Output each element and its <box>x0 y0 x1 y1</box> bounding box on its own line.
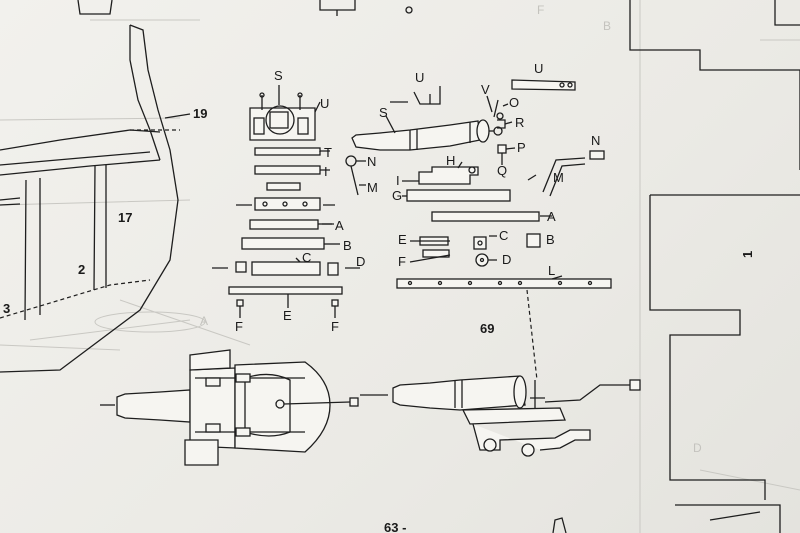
barrel-label-e: E <box>398 232 407 247</box>
hull-section <box>0 24 180 373</box>
faint-label-b: B <box>603 19 611 33</box>
barrel-label-r: R <box>515 115 524 130</box>
hull-label-2: 2 <box>78 262 85 277</box>
barrel-label-a: A <box>547 209 556 224</box>
carriage-label-s: S <box>274 68 283 83</box>
carriage-label-u: U <box>320 96 329 111</box>
carriage-label-d: D <box>356 254 365 269</box>
carriage-label-a: A <box>335 218 344 233</box>
carriage-label-b: B <box>343 238 352 253</box>
barrel-label-h: H <box>446 153 455 168</box>
barrel-label-s: S <box>379 105 388 120</box>
carriage-label-i: I <box>324 164 328 179</box>
carriage-label-c: C <box>302 250 311 265</box>
carriage-label-e: E <box>283 308 292 323</box>
barrel-label-o: O <box>509 95 519 110</box>
faint-label-a: A <box>200 314 208 328</box>
plan-section-number: 69 <box>480 321 494 336</box>
assembled-cannon-top-view <box>100 349 359 466</box>
faint-label-d: D <box>693 441 702 455</box>
barrel-label-d: D <box>502 252 511 267</box>
hull-label-17: 17 <box>118 210 132 225</box>
hull-label-19: 19 <box>193 106 207 121</box>
barrel-label-v: V <box>481 82 490 97</box>
hull-leader-19 <box>164 113 191 119</box>
page-number: 63 - <box>384 520 406 533</box>
barrel-label-i: I <box>396 173 400 188</box>
hull-label-3: 3 <box>3 301 10 316</box>
barrel-exploded-parts <box>351 79 612 381</box>
barrel-label-l: L <box>548 263 555 278</box>
carriage-label-f-right: F <box>331 319 339 334</box>
assembled-cannon-side-view <box>360 375 641 457</box>
margin-panel <box>629 0 800 500</box>
barrel-label-n: N <box>591 133 600 148</box>
barrel-label-u-top: U <box>415 70 424 85</box>
barrel-label-g: G <box>392 188 402 203</box>
barrel-label-c: C <box>499 228 508 243</box>
barrel-label-f: F <box>398 254 406 269</box>
carriage-label-n: N <box>367 154 376 169</box>
faint-label-f: F <box>537 3 544 17</box>
top-edge-fragments <box>77 0 413 16</box>
side-number-label: 1 <box>740 251 755 258</box>
barrel-label-q: Q <box>497 163 507 178</box>
barrel-label-b: B <box>546 232 555 247</box>
carriage-label-f-left: F <box>235 319 243 334</box>
carriage-label-m: M <box>367 180 378 195</box>
carriage-label-t: T <box>324 145 332 160</box>
barrel-label-m: M <box>553 170 564 185</box>
bottom-detail <box>552 504 781 533</box>
barrel-label-u-right: U <box>534 61 543 76</box>
barrel-label-p: P <box>517 140 526 155</box>
carriage-exploded-parts <box>212 85 366 318</box>
